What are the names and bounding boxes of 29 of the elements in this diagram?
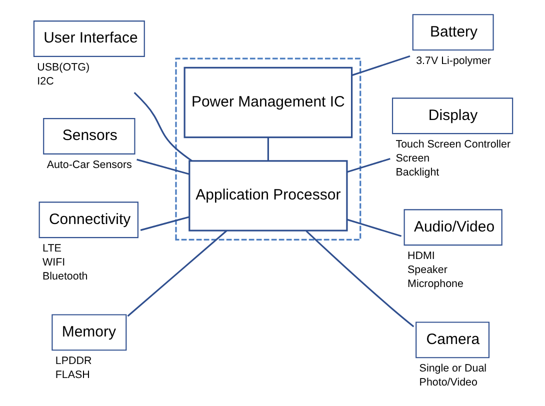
cluster [174, 58, 361, 241]
connector [140, 216, 189, 231]
node-label: Touch Screen Controller [395, 138, 510, 151]
node-label: Auto-Car Sensors [46, 158, 132, 171]
node-label: HDMI [407, 250, 434, 262]
node-label: Backlight [395, 166, 439, 178]
node-box: Power Management IC [183, 66, 352, 138]
connector [351, 55, 410, 76]
node-label: 3.7V Li-polymer [416, 54, 491, 67]
connector [305, 230, 414, 328]
node-label: Bluetooth [42, 270, 88, 282]
connector [133, 92, 192, 162]
connector [346, 158, 390, 173]
node-label: LTE [42, 242, 61, 255]
node-label: FLASH [54, 368, 90, 381]
node-label: I2C [36, 75, 54, 88]
node-label: Single or Dual [418, 362, 486, 375]
connector [346, 218, 402, 237]
node-label: WIFI [42, 256, 65, 268]
node-box: Application Processor [188, 160, 348, 232]
connector [126, 230, 227, 317]
node-label: Microphone [407, 278, 463, 290]
node-label: LPDDR [54, 355, 92, 368]
node-label: Photo/Video [418, 376, 477, 388]
node-label: Speaker [407, 264, 447, 276]
connector [266, 138, 268, 161]
node-label: USB(OTG) [36, 61, 90, 74]
node-label: Screen [395, 152, 430, 164]
connector [136, 158, 189, 175]
